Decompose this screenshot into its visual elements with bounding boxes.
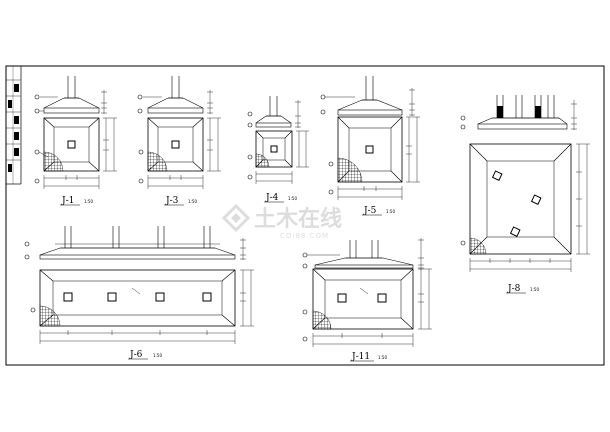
j6-scale: 1:50 (153, 353, 162, 358)
j1-scale: 1:50 (84, 199, 93, 204)
j8-section (460, 95, 577, 130)
j1-label: J-1 (61, 196, 74, 206)
j6-label: J-6 (129, 350, 143, 360)
j4-label: J-4 (265, 193, 279, 203)
watermark-site: COI88.COM (280, 232, 329, 240)
j11-scale: 1:50 (378, 355, 387, 360)
footing-j11: J-11 1:50 (302, 238, 432, 362)
j8-scale: 1:50 (530, 287, 539, 292)
j4-scale: 1:50 (288, 196, 297, 201)
j11-plan (302, 268, 432, 347)
sheet-border (5, 65, 605, 366)
j4-section (247, 96, 301, 128)
watermark-logo-icon (221, 203, 251, 233)
footing-j8: J-8 1:50 (460, 95, 590, 294)
j5-scale: 1:50 (386, 209, 395, 214)
footing-j5: J-5 1:50 (320, 76, 420, 216)
footing-j4: J-4 1:50 (247, 96, 309, 203)
j8-label: J-8 (507, 284, 521, 294)
j3-scale: 1:50 (188, 199, 197, 204)
watermark-brand: 土木在线 (254, 206, 342, 232)
footing-j3: J-3 1:50 (137, 76, 221, 206)
footing-j6: J-6 1:50 (24, 226, 254, 360)
j5-plan (328, 116, 420, 200)
j8-plan (460, 143, 590, 272)
j5-section (320, 76, 415, 116)
j5-label: J-5 (363, 206, 377, 216)
j1-section (34, 76, 107, 114)
j1-plan (34, 117, 117, 189)
j4-plan (247, 130, 309, 184)
j11-label: J-11 (351, 352, 370, 362)
j6-section (24, 226, 246, 260)
j3-label: J-3 (165, 196, 179, 206)
title-block (6, 66, 22, 185)
watermark: 土木在线 COI88.COM (221, 203, 342, 240)
j3-plan (138, 117, 221, 189)
j11-section (302, 238, 424, 270)
j6-plan (30, 269, 254, 344)
j3-section (137, 76, 213, 114)
footing-j1: J-1 1:50 (34, 76, 117, 206)
